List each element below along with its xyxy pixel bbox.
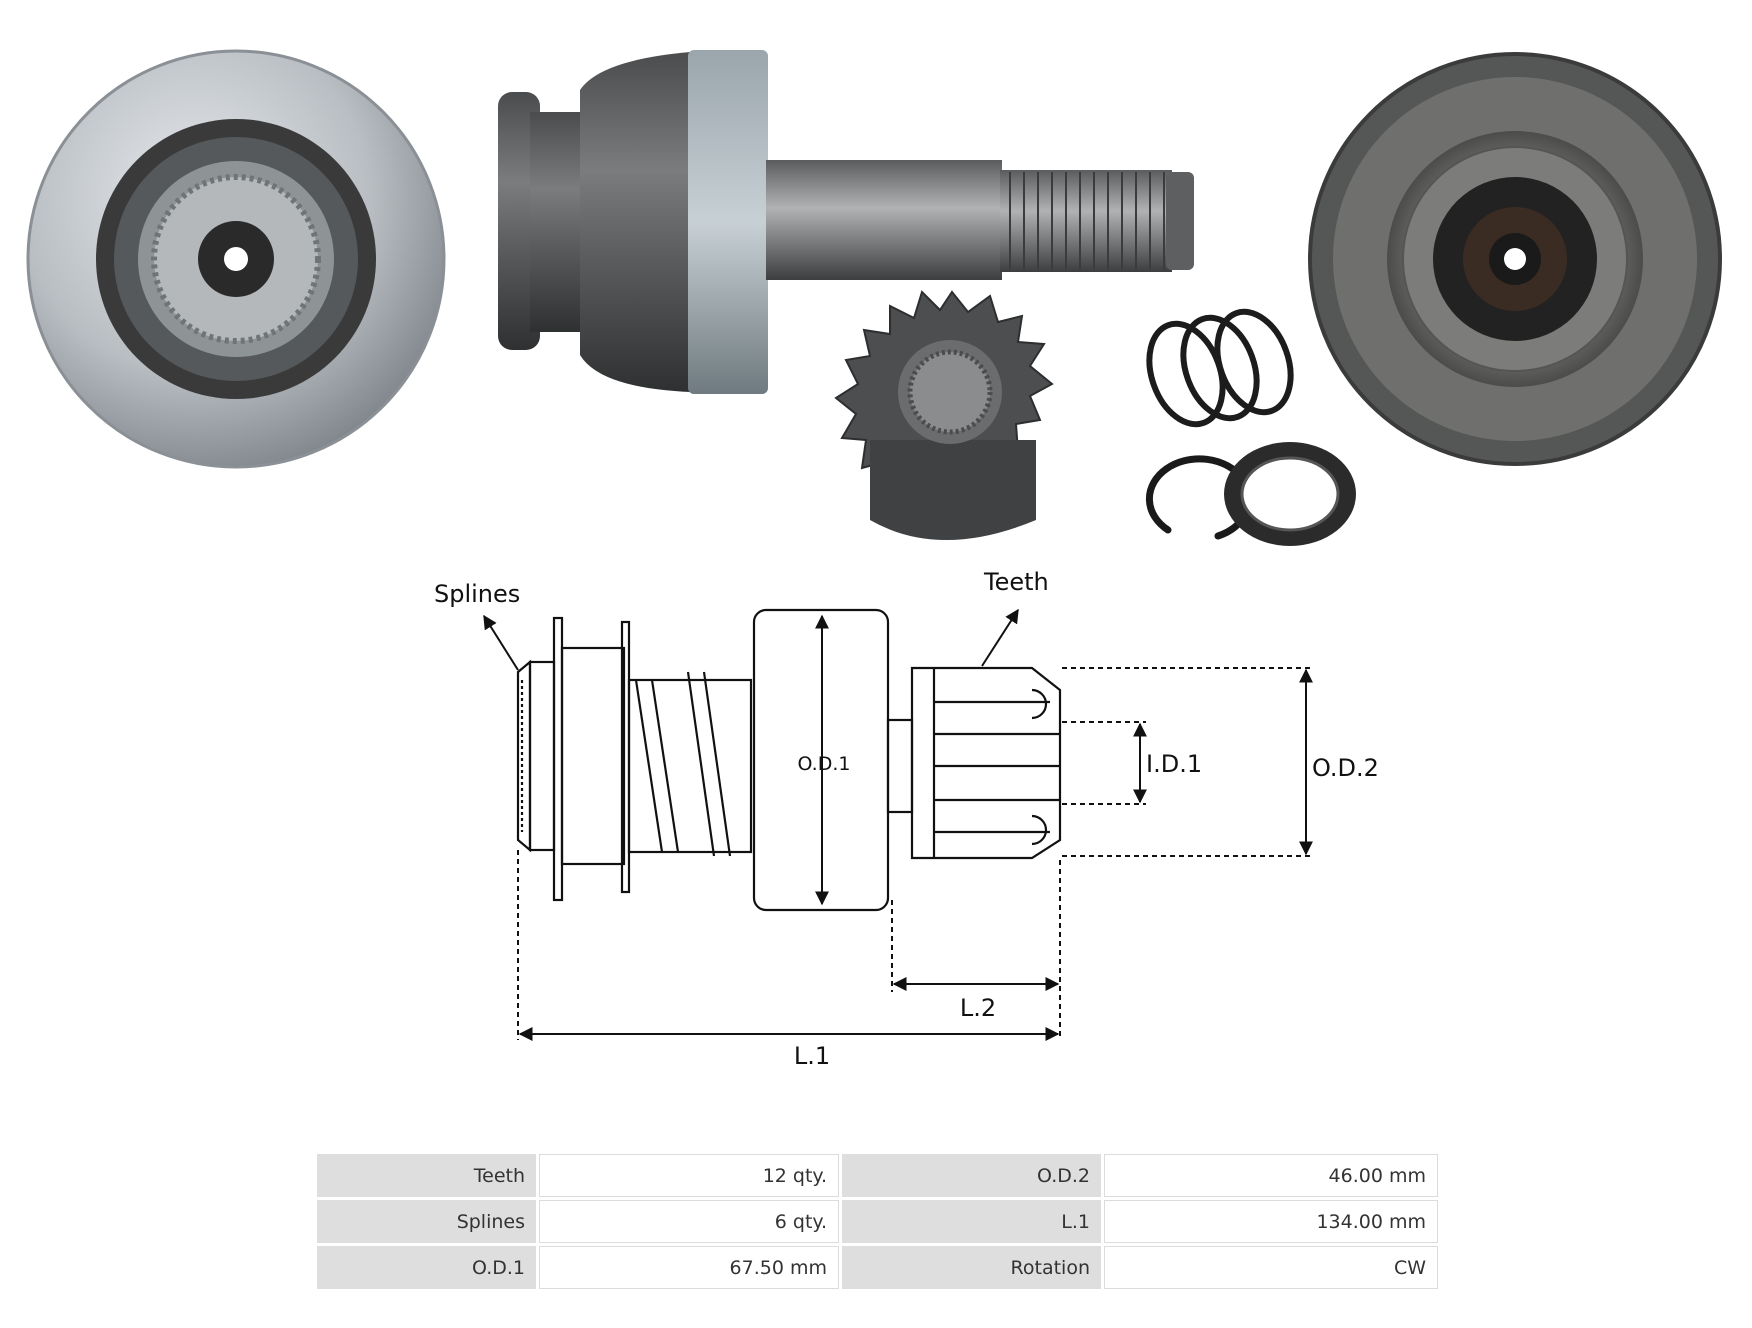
spec-value: 67.50 mm	[539, 1246, 839, 1289]
l1-label: L.1	[794, 1042, 830, 1070]
spec-key: O.D.1	[317, 1246, 536, 1289]
spec-key: Splines	[317, 1200, 536, 1243]
od2-label: O.D.2	[1312, 754, 1379, 782]
pinion-end-view-photo	[1308, 52, 1722, 466]
spec-value: 134.00 mm	[1104, 1200, 1438, 1243]
product-photos	[26, 49, 1722, 546]
spec-table: Teeth 12 qty. O.D.2 46.00 mm Splines 6 q…	[314, 1151, 1441, 1292]
spec-row: Splines 6 qty. L.1 134.00 mm	[317, 1200, 1438, 1243]
spec-value: CW	[1104, 1246, 1438, 1289]
teeth-callout-label: Teeth	[983, 568, 1049, 596]
drive-outline	[516, 608, 1062, 912]
splines-callout-label: Splines	[434, 580, 520, 608]
dimension-labels: Splines Teeth O.D.1 O.D.2 I.D.1 L.2 L.1	[434, 568, 1379, 1070]
od1-label: O.D.1	[798, 753, 851, 775]
drive-assembly-side-photo	[498, 50, 1194, 394]
spring-photo	[1146, 308, 1294, 428]
pinion-gear-photo	[834, 290, 1054, 540]
spec-row: O.D.1 67.50 mm Rotation CW	[317, 1246, 1438, 1289]
spec-key: Teeth	[317, 1154, 536, 1197]
dimension-lines	[483, 608, 1313, 1041]
technical-diagram: Splines Teeth O.D.1 O.D.2 I.D.1 L.2 L.1	[434, 568, 1379, 1070]
spec-value: 6 qty.	[539, 1200, 839, 1243]
spec-key: O.D.2	[842, 1154, 1101, 1197]
spec-key: Rotation	[842, 1246, 1101, 1289]
spec-row: Teeth 12 qty. O.D.2 46.00 mm	[317, 1154, 1438, 1197]
spec-value: 46.00 mm	[1104, 1154, 1438, 1197]
seal-ring-photo	[1224, 442, 1356, 546]
clutch-end-view-photo	[26, 49, 446, 469]
id1-label: I.D.1	[1146, 750, 1202, 778]
spec-value: 12 qty.	[539, 1154, 839, 1197]
l2-label: L.2	[960, 994, 996, 1022]
spec-key: L.1	[842, 1200, 1101, 1243]
